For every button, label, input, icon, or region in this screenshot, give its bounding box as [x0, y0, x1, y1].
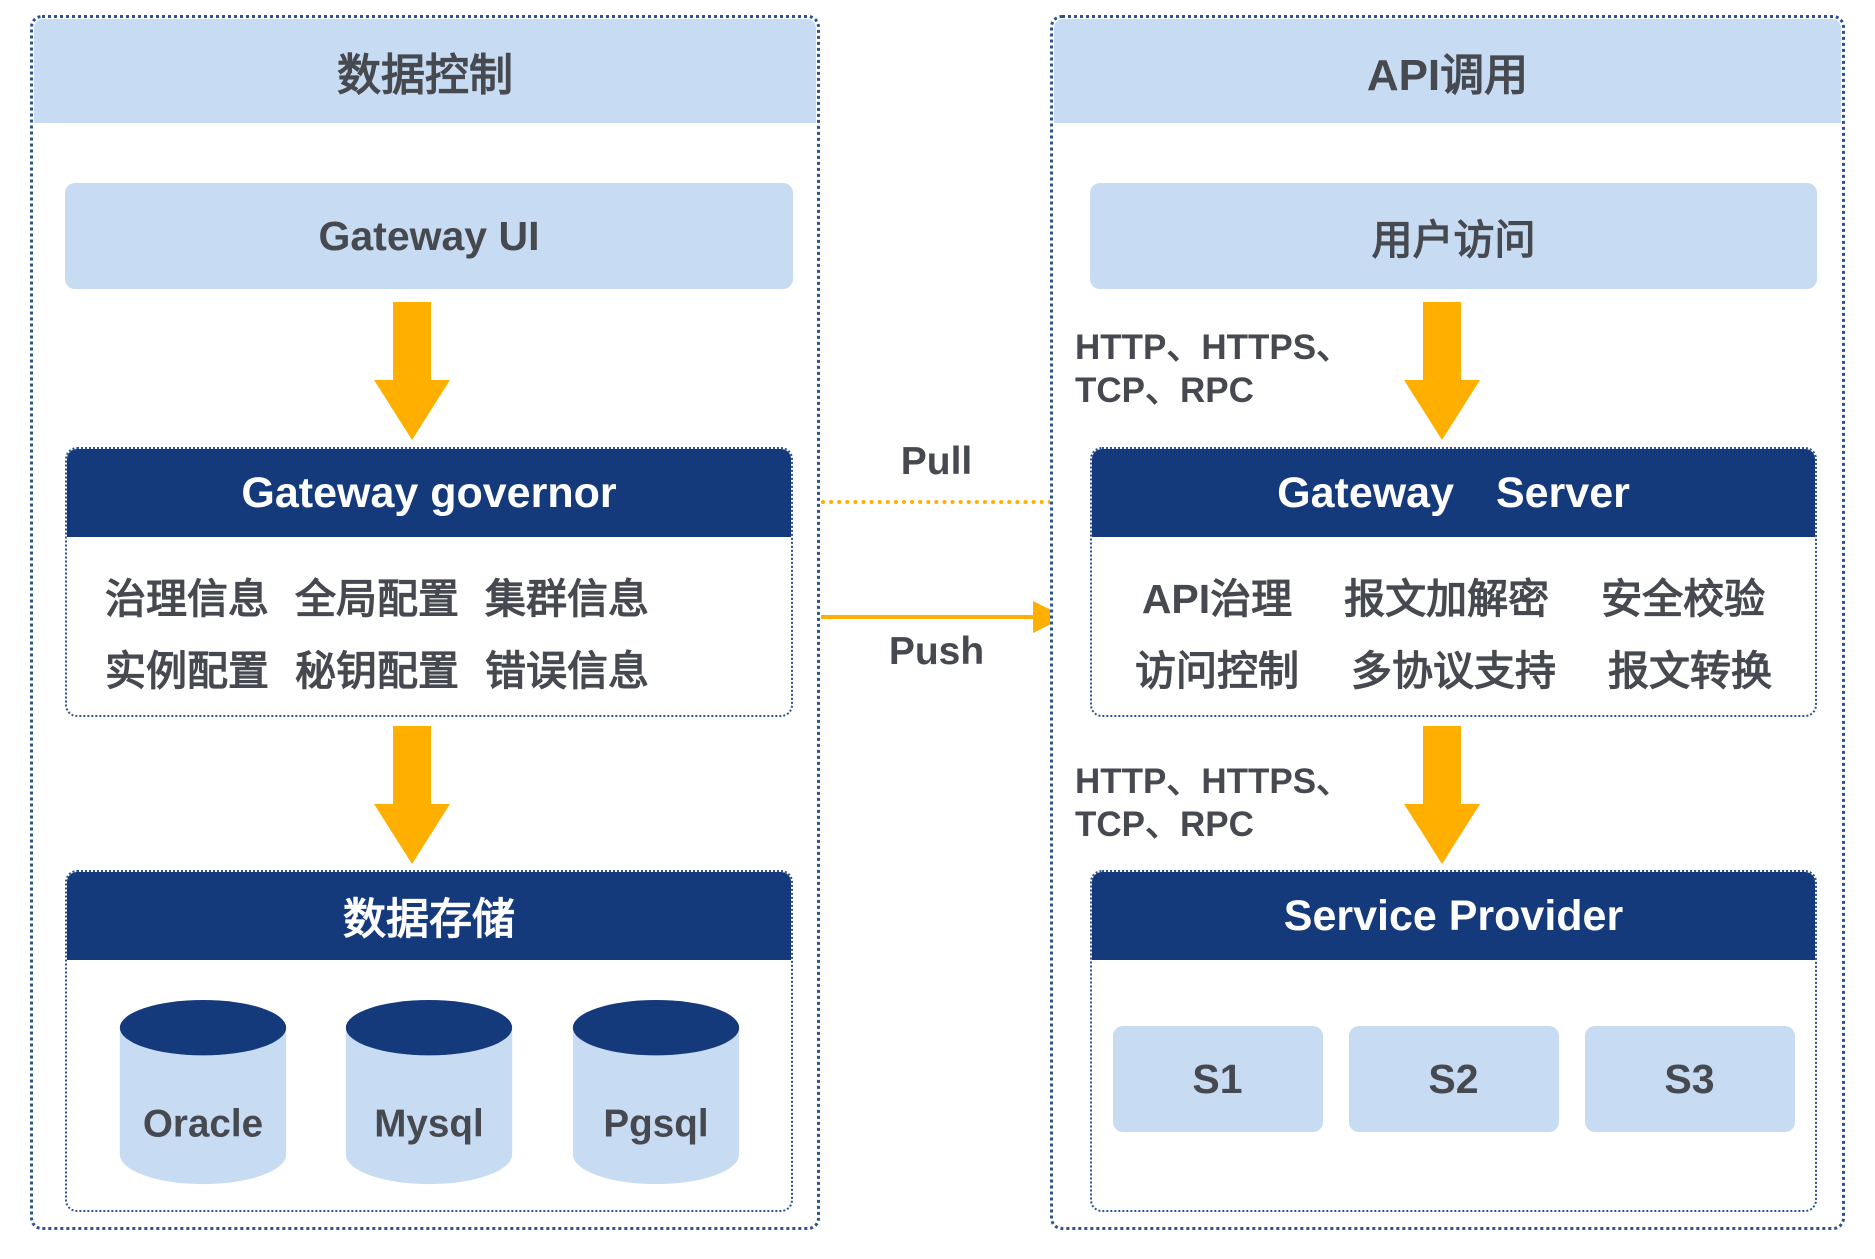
- gateway-server-header: Gateway Server: [1092, 449, 1815, 537]
- gateway-server-body: API治理 报文加解密 安全校验 访问控制 多协议支持 报文转换: [1092, 537, 1815, 697]
- arrow-shaft: [393, 726, 431, 804]
- service-row: S1 S2 S3: [1092, 960, 1815, 1132]
- service-provider-title: Service Provider: [1283, 891, 1624, 940]
- service-box: S1: [1112, 1026, 1323, 1132]
- governor-row-2: 实例配置 秘钥配置 错误信息: [67, 637, 791, 697]
- governor-item: 集群信息: [485, 576, 649, 622]
- protocol-label-bottom: HTTP、HTTPS、 TCP、RPC: [1075, 760, 1351, 846]
- panel-data-control: 数据控制 Gateway UI Gateway governor 治理信息 全局…: [30, 15, 820, 1230]
- server-row-1: API治理 报文加解密 安全校验: [1092, 565, 1815, 625]
- panel-title-text: 数据控制: [337, 51, 513, 100]
- server-item: 报文加解密: [1344, 576, 1550, 622]
- protocol-label-top: HTTP、HTTPS、 TCP、RPC: [1075, 326, 1351, 412]
- gateway-governor-box: Gateway governor 治理信息 全局配置 集群信息 实例配置 秘钥配…: [65, 447, 793, 717]
- panel-title-data-control: 数据控制: [34, 19, 816, 123]
- arrow-head: [374, 380, 450, 440]
- gateway-governor-body: 治理信息 全局配置 集群信息 实例配置 秘钥配置 错误信息: [67, 537, 791, 697]
- server-item: 访问控制: [1135, 648, 1299, 694]
- server-item: 安全校验: [1601, 576, 1766, 622]
- user-access-box: 用户访问: [1090, 183, 1817, 289]
- protocol-line: HTTP、HTTPS、: [1075, 328, 1352, 367]
- panel-api-call: API调用 用户访问 HTTP、HTTPS、 TCP、RPC Gateway S…: [1050, 15, 1845, 1230]
- database-label: Mysql: [374, 1103, 483, 1146]
- data-storage-header: 数据存储: [67, 872, 791, 960]
- gateway-ui-label: Gateway UI: [318, 212, 540, 259]
- governor-item: 全局配置: [295, 576, 459, 622]
- down-arrow-icon: [1404, 726, 1480, 864]
- down-arrow-icon: [374, 726, 450, 864]
- pull-label: Pull: [900, 440, 973, 483]
- governor-item: 秘钥配置: [295, 648, 459, 694]
- panel-title-api-call: API调用: [1054, 19, 1841, 123]
- database-label: Pgsql: [603, 1103, 708, 1146]
- push-arrow-line-icon: [821, 615, 1033, 619]
- push-label: Push: [888, 630, 985, 673]
- arrow-head: [1404, 804, 1480, 864]
- gateway-server-title: Gateway Server: [1277, 468, 1630, 517]
- database-row: Oracle Mysql Pgsql: [67, 960, 791, 1194]
- data-storage-title: 数据存储: [343, 896, 515, 944]
- database-label: Oracle: [142, 1103, 262, 1146]
- service-label: S3: [1664, 1055, 1715, 1102]
- arrow-head: [374, 804, 450, 864]
- database-cylinder-icon: Mysql: [345, 999, 513, 1185]
- pull-dotted-line-icon: [821, 500, 1052, 504]
- service-provider-box: Service Provider S1 S2 S3: [1090, 870, 1817, 1212]
- gateway-governor-title: Gateway governor: [241, 468, 617, 517]
- server-item: 报文转换: [1608, 648, 1772, 694]
- arrow-shaft: [1423, 302, 1461, 380]
- service-label: S1: [1192, 1055, 1243, 1102]
- arrow-shaft: [1423, 726, 1461, 804]
- server-item: 多协议支持: [1351, 648, 1556, 694]
- gateway-server-box: Gateway Server API治理 报文加解密 安全校验 访问控制 多协议…: [1090, 447, 1817, 717]
- service-label: S2: [1428, 1055, 1479, 1102]
- governor-item: 实例配置: [105, 648, 269, 694]
- arrow-shaft: [393, 302, 431, 380]
- protocol-line: TCP、RPC: [1075, 371, 1254, 410]
- service-box: S3: [1584, 1026, 1795, 1132]
- arrow-head: [1404, 380, 1480, 440]
- service-box: S2: [1348, 1026, 1559, 1132]
- governor-item: 错误信息: [485, 648, 649, 694]
- user-access-label: 用户访问: [1371, 217, 1536, 263]
- gateway-governor-header: Gateway governor: [67, 449, 791, 537]
- panel-title-text: API调用: [1366, 51, 1529, 100]
- gateway-ui-box: Gateway UI: [65, 183, 793, 289]
- protocol-line: TCP、RPC: [1075, 805, 1254, 844]
- service-provider-header: Service Provider: [1092, 872, 1815, 960]
- database-cylinder-icon: Oracle: [119, 999, 286, 1185]
- data-storage-box: 数据存储 Oracle Mysql Pgsql: [65, 870, 793, 1212]
- down-arrow-icon: [1404, 302, 1480, 440]
- server-item: API治理: [1141, 576, 1293, 622]
- down-arrow-icon: [374, 302, 450, 440]
- database-cylinder-icon: Pgsql: [572, 999, 739, 1185]
- protocol-line: HTTP、HTTPS、: [1075, 762, 1352, 801]
- governor-row-1: 治理信息 全局配置 集群信息: [67, 565, 791, 625]
- governor-item: 治理信息: [105, 576, 269, 622]
- server-row-2: 访问控制 多协议支持 报文转换: [1092, 637, 1815, 697]
